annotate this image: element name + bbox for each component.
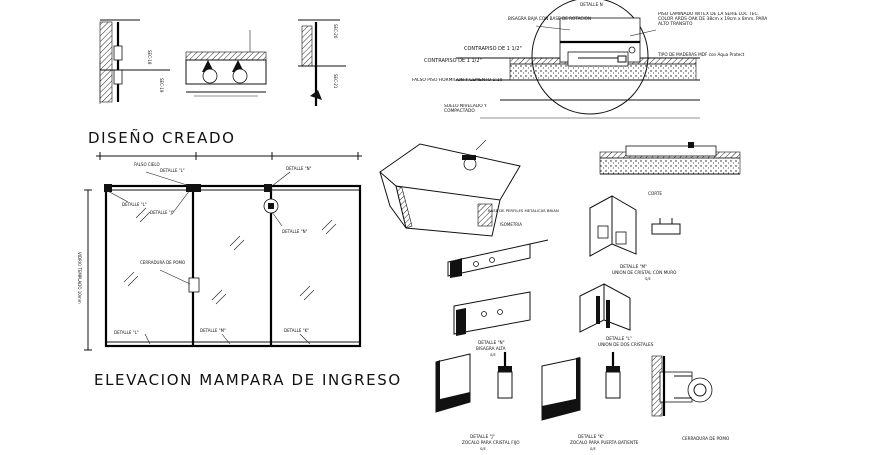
title-elevacion: ELEVACION MAMPARA DE INGRESO <box>94 371 402 389</box>
piso-note: PISO LAMINADO WITEX DE LA SERIE LOC TEC.… <box>658 12 767 27</box>
sec-19-label: SEC-19 <box>159 78 164 93</box>
detalle-l-left-label: DETALLE "L" <box>122 202 147 207</box>
union-cristales-label: UNION DE DOS CRISTALES <box>598 342 654 347</box>
falso-cielo-label: FALSO CIELO <box>134 162 160 167</box>
suelo-note: SUELO NIVELADO Y COMPACTADO <box>444 104 487 114</box>
zocalo-fijo-label: ZOCALO PARA CRISTAL FIJO <box>462 440 520 445</box>
detalle-n-group: DETALLE "N" BISAGRA ALTA S/E <box>447 239 549 357</box>
cerradura-iso-label: CERRADURA DE POMO <box>682 436 730 441</box>
detalle-m-group: DETALLE "M" UNION DE CRISTAL CON MURO S/… <box>589 195 681 281</box>
isometric-base: BASE DE PERFILES METALICAS BRIAN ISOMETR… <box>379 139 559 237</box>
detalle-j-label: DETALLE "J" <box>150 210 174 215</box>
section-details-group: SEC-18 SEC-19 SEC-20 SEC-21 <box>99 19 346 106</box>
detalle-m-label: DETALLE "M" <box>200 328 226 333</box>
scale-j-label: S/E <box>480 447 486 451</box>
cerradura-label: CERRADURA DE POMO <box>140 260 185 265</box>
zocalo-puerta-label: ZOCALO PARA PUERTA BATIENTE <box>570 440 639 445</box>
detalle-m-iso-label: DETALLE "M" <box>620 264 647 269</box>
section-detail-c: SEC-20 SEC-21 <box>298 19 346 106</box>
detalle-j-iso-label: DETALLE "J" <box>470 434 495 439</box>
union-muro-label: UNION DE CRISTAL CON MURO <box>612 270 677 275</box>
vidrio-label: VIDRIO TEMPLADO 10mm <box>77 252 82 304</box>
elevation-drawing: FALSO CIELO DETALLE "L" DETALLE "N" DETA… <box>77 152 362 351</box>
detalle-l-top-label: DETALLE "L" <box>160 168 185 173</box>
contrapiso-1-label: CONTRAPISO DE 1 1/2" <box>464 46 522 52</box>
detalle-l-group: DETALLE "L" UNION DE DOS CRISTALES <box>579 283 654 347</box>
contrapiso-2-label: CONTRAPISO DE 1 1/2" <box>424 58 482 64</box>
scale-m-label: S/E <box>645 277 651 281</box>
detalle-k-iso-label: DETALLE "K" <box>578 434 604 439</box>
detalle-l-iso-label: DETALLE "L" <box>606 336 632 341</box>
detalle-n-iso-label: DETALLE "N" <box>478 340 505 345</box>
detalle-n-right-label: DETALLE "N" <box>282 229 308 234</box>
tipo-label: TIPO DE MADERAS MDF con Aqua Protect <box>657 52 745 57</box>
isometria-label: ISOMETRIA <box>500 222 522 227</box>
detalle-k-label: DETALLE "K" <box>284 328 309 333</box>
corte-label: CORTE <box>648 191 662 196</box>
bisagra-alta-label: BISAGRA ALTA <box>476 346 506 351</box>
sec-18-label: SEC-18 <box>147 50 152 65</box>
section-detail-a: SEC-18 SEC-19 <box>99 19 170 104</box>
falso-piso-note: FALSO PISO HORMIGON Y CEMENTO 1:10 <box>412 78 502 83</box>
detalle-l-bottom-label: DETALLE "L" <box>114 330 139 335</box>
detalle-j-group: DETALLE "J" ZOCALO PARA CRISTAL FIJO S/E <box>435 352 520 451</box>
detalle-k-group: DETALLE "K" ZOCALO PARA PUERTA BATIENTE … <box>541 352 639 451</box>
corte-detail: CORTE <box>599 142 741 196</box>
base-label: BASE DE PERFILES METALICAS BRIAN <box>488 208 559 213</box>
floor-detail: BISAGRA BAJA CON BASE DE ROTACION DETALL… <box>412 0 767 119</box>
title-diseno-creado: DISEÑO CREADO <box>88 128 236 147</box>
floor-detalle-n-label: DETALLE N <box>580 2 603 7</box>
sec-20-label: SEC-20 <box>333 24 338 39</box>
detalle-n-top-label: DETALLE "N" <box>286 166 312 171</box>
section-detail-b <box>185 30 267 97</box>
sec-21-label: SEC-21 <box>333 74 338 89</box>
scale-k-label: S/E <box>590 447 596 451</box>
cerradura-group: CERRADURA DE POMO <box>651 355 730 441</box>
scale-n-label: S/E <box>490 353 496 357</box>
bisagra-label: BISAGRA BAJA CON BASE DE ROTACION <box>508 16 591 21</box>
